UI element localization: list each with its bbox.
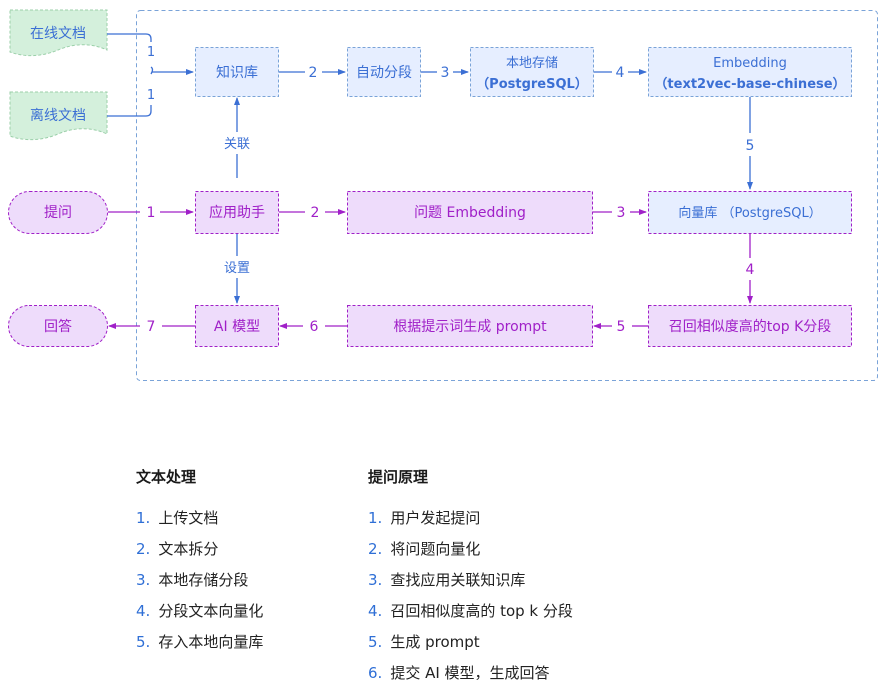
node-answer-label: 回答 [44,318,72,335]
edge-label-associate: 关联 [224,137,250,152]
doc-offline: 离线文档 [9,91,108,141]
edge-label-offline: 1 [147,88,155,103]
node-recall-topk-label: 召回相似度高的top K分段 [669,318,832,335]
text-processing-title: 文本处理 [136,468,197,486]
list-number: 4. [368,602,383,620]
node-embedding-model[interactable]: Embedding （text2vec-base-chinese） [648,47,852,97]
node-knowledge-base-label: 知识库 [216,64,258,81]
node-auto-segment[interactable]: 自动分段 [347,47,421,97]
node-ai-model[interactable]: AI 模型 [195,305,279,347]
list-text: 用户发起提问 [390,509,481,527]
node-app-assistant-label: 应用助手 [209,204,265,221]
list-text: 分段文本向量化 [158,602,264,620]
list-item: 1. 用户发起提问 [368,507,573,538]
node-ask-label: 提问 [44,205,72,221]
list-item: 5. 存入本地向量库 [136,631,263,662]
list-number: 4. [136,602,151,620]
node-question-embedding[interactable]: 问题 Embedding [347,191,593,234]
doc-online-label: 在线文档 [30,26,86,42]
node-prompt-generation[interactable]: 根据提示词生成 prompt [347,305,593,347]
list-item: 1. 上传文档 [136,507,263,538]
edge-label-kb-segment: 2 [309,65,318,81]
list-item: 3. 查找应用关联知识库 [368,569,573,600]
edge-label-ask-assistant: 1 [147,205,156,221]
edge-label-recall-prompt: 5 [617,319,626,335]
node-vector-db[interactable]: 向量库 （PostgreSQL） [648,191,852,234]
list-number: 1. [136,509,151,527]
node-knowledge-base[interactable]: 知识库 [195,47,279,97]
list-text: 存入本地向量库 [158,633,264,651]
list-item: 3. 本地存储分段 [136,569,263,600]
edge-label-model-answer: 7 [147,319,156,335]
list-text: 生成 prompt [390,633,480,651]
list-item: 4. 召回相似度高的 top k 分段 [368,600,573,631]
list-item: 4. 分段文本向量化 [136,600,263,631]
flow-diagram: 在线文档 离线文档 1 1 知识库 自动分段 本地存储 （PostgreSQL）… [8,9,878,381]
edge-label-assistant-qemb: 2 [311,205,320,221]
list-number: 1. [368,509,383,527]
list-text: 查找应用关联知识库 [390,571,526,589]
node-ai-model-label: AI 模型 [214,319,260,335]
edge-label-configure: 设置 [224,261,250,276]
node-question-embedding-label: 问题 Embedding [414,205,526,221]
edge-label-embedding-vector: 5 [746,138,755,154]
edge-label-vector-recall: 4 [746,262,755,278]
node-recall-topk[interactable]: 召回相似度高的top K分段 [648,305,852,347]
list-text: 上传文档 [158,509,219,527]
list-number: 3. [368,571,383,589]
node-local-storage-line2: （PostgreSQL） [476,76,588,92]
edge-label-segment-storage: 3 [441,65,450,81]
list-item: 6. 提交 AI 模型，生成回答 [368,662,573,693]
system-boundary [136,10,878,381]
list-item: 2. 文本拆分 [136,538,263,569]
text-processing-section: 文本处理 1. 上传文档 2. 文本拆分 3. 本地存储分段 4. 分段文本向量化 5.… [136,466,263,662]
qa-principle-section: 提问原理 1. 用户发起提问 2. 将问题向量化 3. 查找应用关联知识库 4. 召回相… [368,466,573,693]
edge-docs-to-kb [107,33,194,117]
list-number: 5. [368,633,383,651]
node-auto-segment-label: 自动分段 [356,65,412,81]
node-local-storage-line1: 本地存储 [506,56,558,71]
node-prompt-generation-label: 根据提示词生成 prompt [393,319,547,335]
doc-offline-label: 离线文档 [30,107,86,124]
node-embedding-line1: Embedding [713,56,787,71]
edge-label-qemb-vector: 3 [617,205,626,221]
edge-label-prompt-model: 6 [310,319,319,335]
list-text: 提交 AI 模型，生成回答 [390,664,550,682]
node-local-storage[interactable]: 本地存储 （PostgreSQL） [470,47,594,97]
list-text: 召回相似度高的 top k 分段 [390,602,573,620]
node-answer[interactable]: 回答 [8,305,108,347]
list-item: 5. 生成 prompt [368,631,573,662]
edge-label-online: 1 [147,45,155,60]
row1-edges [234,69,753,304]
list-text: 本地存储分段 [158,571,249,589]
text-processing-list: 1. 上传文档 2. 文本拆分 3. 本地存储分段 4. 分段文本向量化 5. 存入本地向… [136,507,263,662]
list-number: 6. [368,664,383,682]
node-vector-db-label: 向量库 （PostgreSQL） [678,205,821,221]
qa-principle-title: 提问原理 [368,468,429,486]
list-text: 将问题向量化 [390,540,481,558]
list-item: 2. 将问题向量化 [368,538,573,569]
list-number: 5. [136,633,151,651]
purple-edges [108,209,753,329]
qa-principle-list: 1. 用户发起提问 2. 将问题向量化 3. 查找应用关联知识库 4. 召回相似度高的 … [368,507,573,693]
doc-online: 在线文档 [9,9,108,57]
list-number: 3. [136,571,151,589]
list-number: 2. [136,540,151,558]
node-ask[interactable]: 提问 [8,191,108,234]
list-number: 2. [368,540,383,558]
list-text: 文本拆分 [158,540,219,558]
node-app-assistant[interactable]: 应用助手 [195,191,279,234]
node-embedding-line2: （text2vec-base-chinese） [654,76,845,92]
edge-label-storage-embedding: 4 [616,65,625,81]
